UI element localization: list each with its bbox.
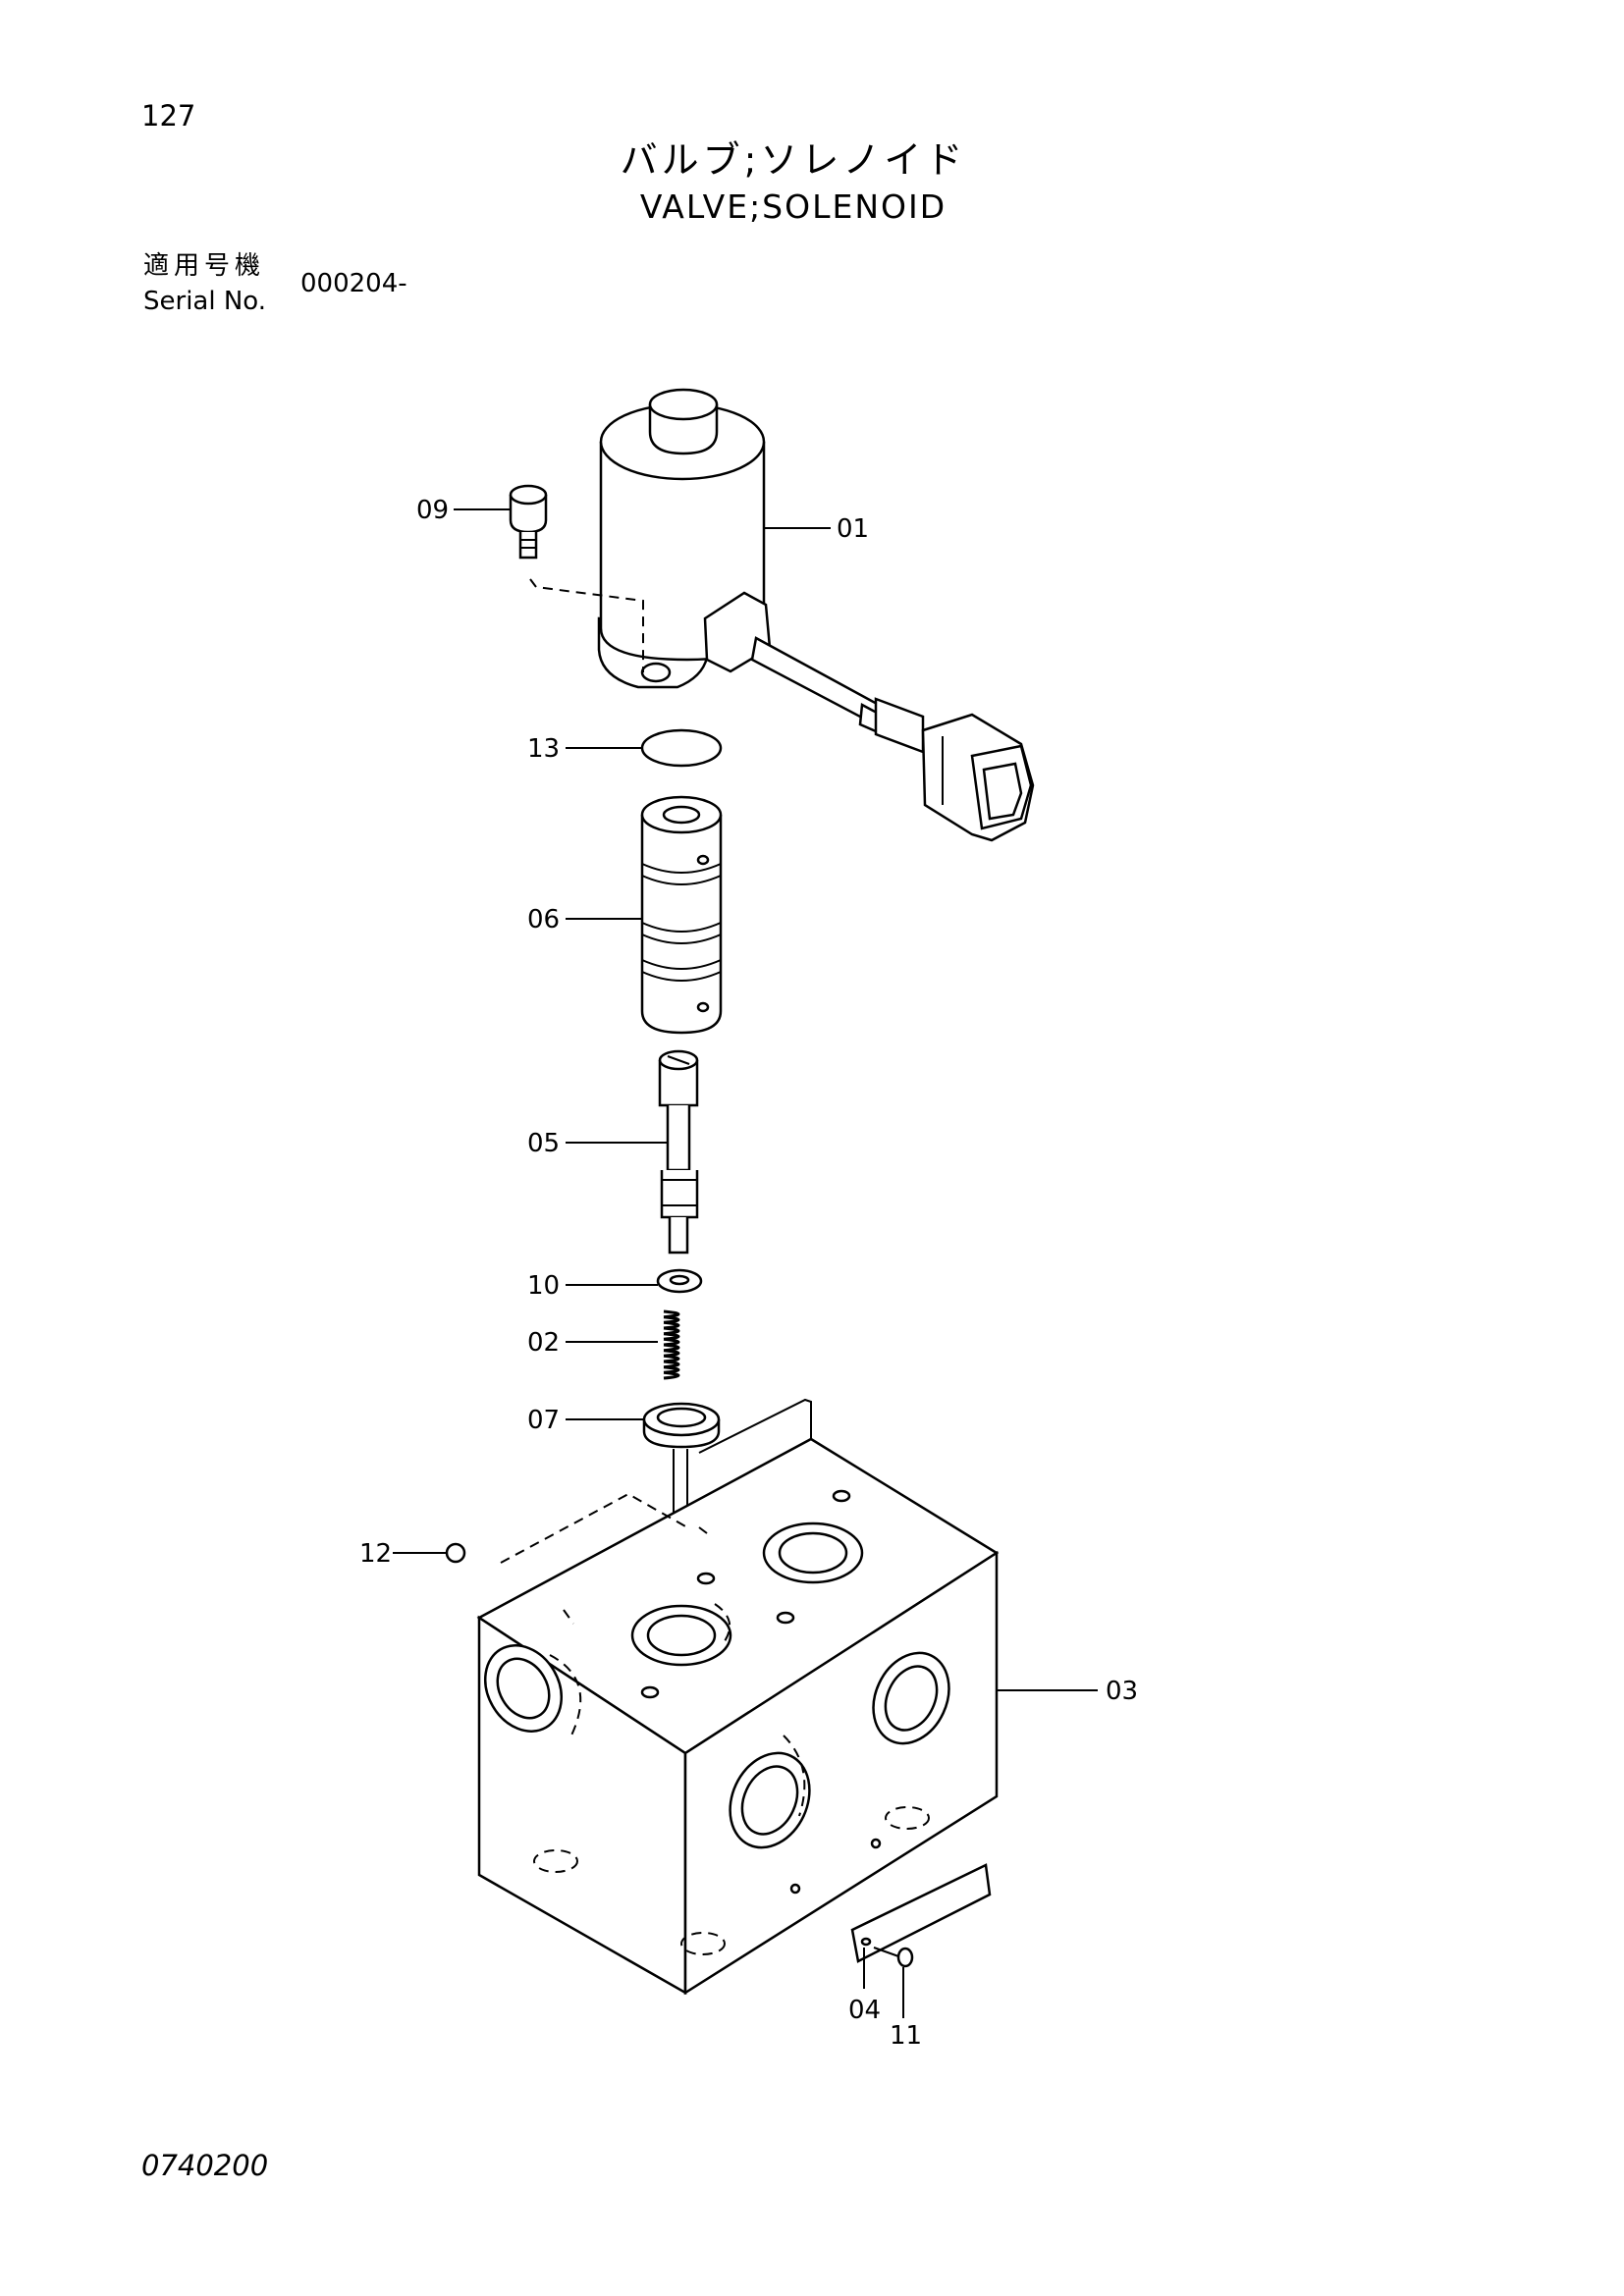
callout-07: 07 <box>527 1406 560 1435</box>
part-03-valve-body <box>476 1437 1000 1996</box>
part-07-retainer <box>642 1402 721 1449</box>
drawing-code: 0740200 <box>141 2149 269 2182</box>
callout-06: 06 <box>527 905 560 934</box>
callout-04: 04 <box>848 1996 881 2025</box>
callout-03: 03 <box>1106 1677 1138 1706</box>
part-11-rivet <box>873 1947 914 1968</box>
part-05-spool <box>658 1049 699 1255</box>
callout-13: 13 <box>527 734 560 764</box>
leader-lines <box>393 508 1098 2018</box>
serial-number-value: 000204- <box>300 269 407 298</box>
callout-01: 01 <box>837 514 869 544</box>
serial-label-japanese: 適用号機 <box>143 251 266 281</box>
page-number: 127 <box>141 99 196 133</box>
callout-11: 11 <box>890 2021 922 2051</box>
title-english: VALVE;SOLENOID <box>639 187 947 226</box>
part-06-sleeve <box>640 795 723 1035</box>
callout-05: 05 <box>527 1129 560 1158</box>
part-04-name-plate <box>850 1863 992 1963</box>
callout-12: 12 <box>359 1539 392 1569</box>
callout-10: 10 <box>527 1271 560 1301</box>
part-02-spring <box>663 1309 680 1380</box>
part-10-washer <box>656 1268 703 1294</box>
part-01-solenoid-coil <box>597 388 1035 842</box>
part-09-bolt <box>509 484 644 672</box>
callout-02: 02 <box>527 1328 560 1358</box>
callout-09: 09 <box>416 496 449 525</box>
part-13-o-ring <box>640 728 723 768</box>
part-12-plug <box>445 1542 466 1564</box>
serial-label-english: Serial No. <box>143 287 266 316</box>
title-japanese: バルブ;ソレノイド <box>620 138 967 182</box>
